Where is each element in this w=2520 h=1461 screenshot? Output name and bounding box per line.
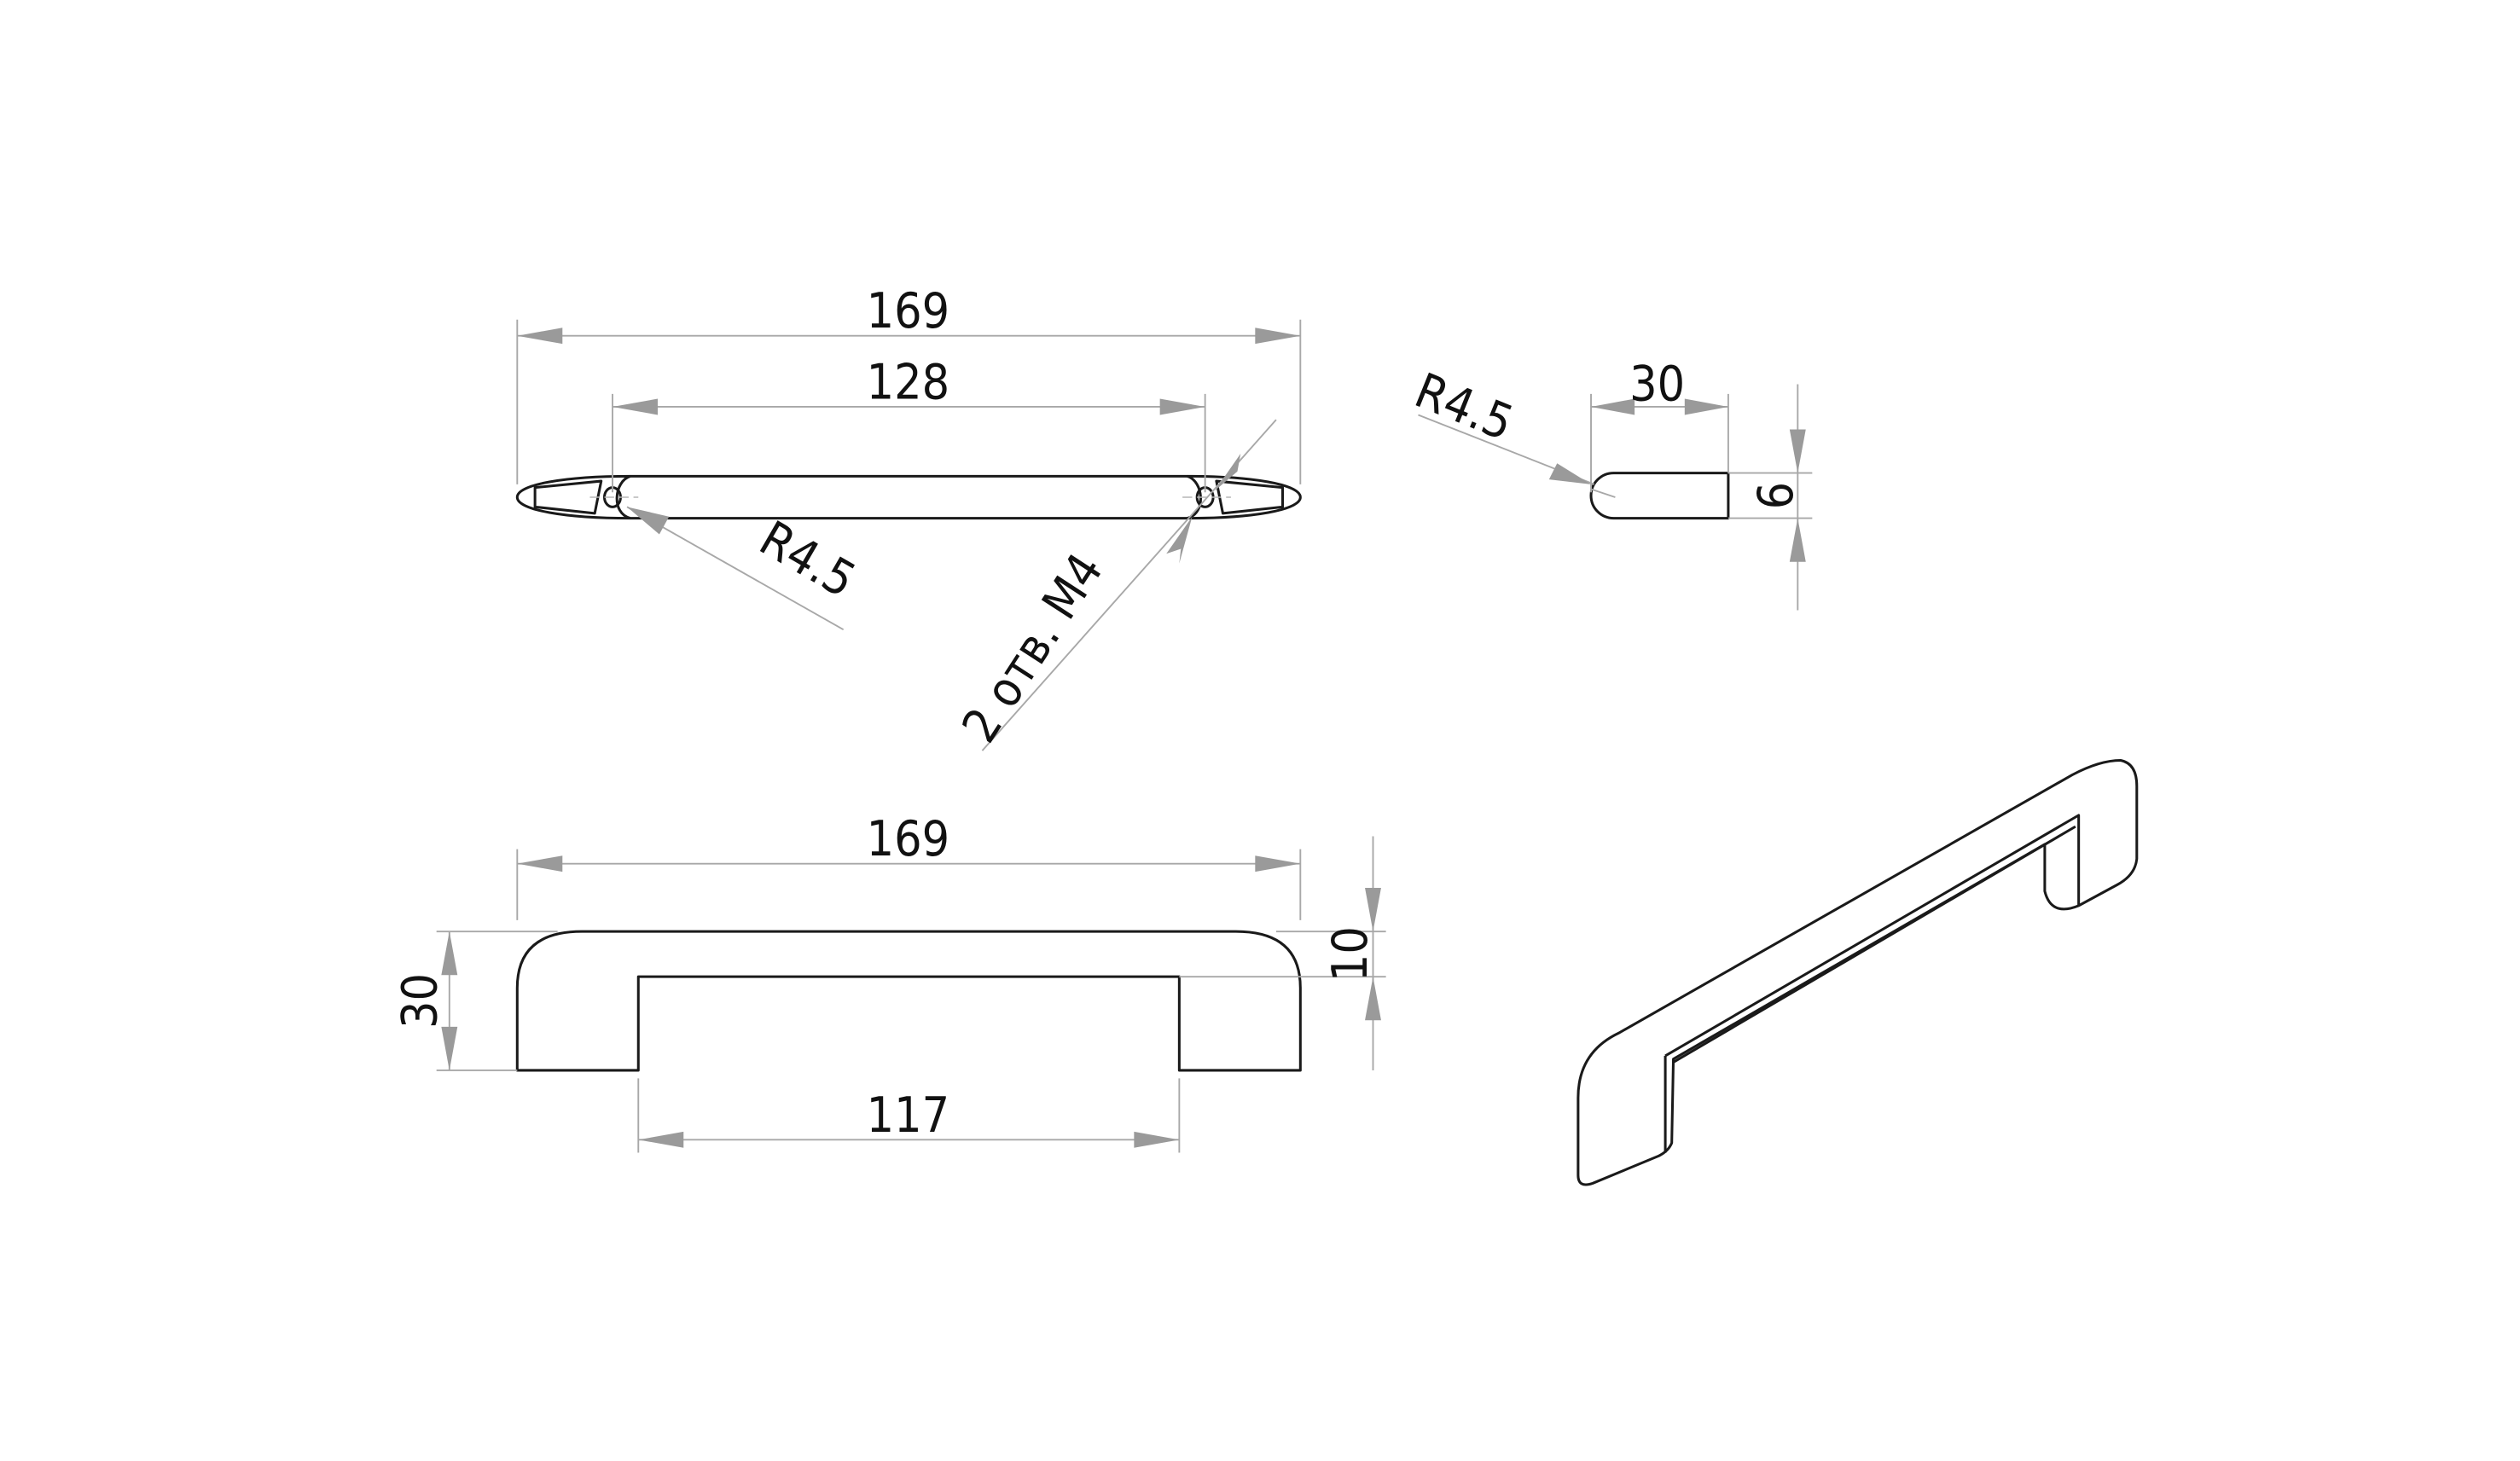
dim-label-width: 30 <box>1629 356 1685 412</box>
isometric-view <box>1576 759 2139 1186</box>
side-view: 30 R4.5 9 <box>1408 356 1813 611</box>
dim-arrows-30-side <box>1591 398 1728 415</box>
label-end-radius-side: R4.5 <box>1408 362 1521 452</box>
handle-top-outline <box>515 474 1302 520</box>
dim-line-169-front <box>516 849 1302 920</box>
dim-label-inner-clearance: 117 <box>867 1087 949 1144</box>
dim-line-30-front <box>436 931 558 1071</box>
dim-label-overall-length-top: 169 <box>867 283 949 339</box>
leader-arrow-r45-top <box>627 507 670 535</box>
dim-line-9 <box>1727 384 1813 611</box>
dim-line-128 <box>612 393 1206 493</box>
handle-section-outline <box>1589 472 1730 520</box>
dim-arrows-9 <box>1789 429 1806 562</box>
leader-arrows-holes <box>1166 453 1241 564</box>
dim-line-10 <box>1179 836 1386 1070</box>
leader-arrow-r45-side <box>1548 463 1592 484</box>
dim-label-hole-spacing: 128 <box>867 355 949 411</box>
front-view: 169 30 10 117 <box>392 811 1386 1153</box>
handle-iso-groove <box>1664 814 2081 1153</box>
label-holes-note: 2 отв. M4 <box>951 544 1114 753</box>
dim-line-169-top <box>516 319 1302 484</box>
dim-label-overall-length-front: 169 <box>867 811 949 867</box>
top-view: 169 128 R4.5 2 отв. M4 <box>515 283 1302 753</box>
dim-arrows-30-front <box>441 931 458 1070</box>
dim-arrows-10 <box>1365 888 1381 1021</box>
dim-label-bar-thickness: 10 <box>1322 926 1379 982</box>
label-end-radius-top: R4.5 <box>750 511 864 609</box>
dim-label-height: 30 <box>392 973 449 1029</box>
handle-front-outline <box>515 930 1302 1072</box>
left-end-cap <box>533 474 631 520</box>
dim-label-thickness: 9 <box>1745 482 1802 510</box>
handle-iso-outline <box>1576 759 2139 1186</box>
dim-line-117 <box>637 1078 1181 1153</box>
